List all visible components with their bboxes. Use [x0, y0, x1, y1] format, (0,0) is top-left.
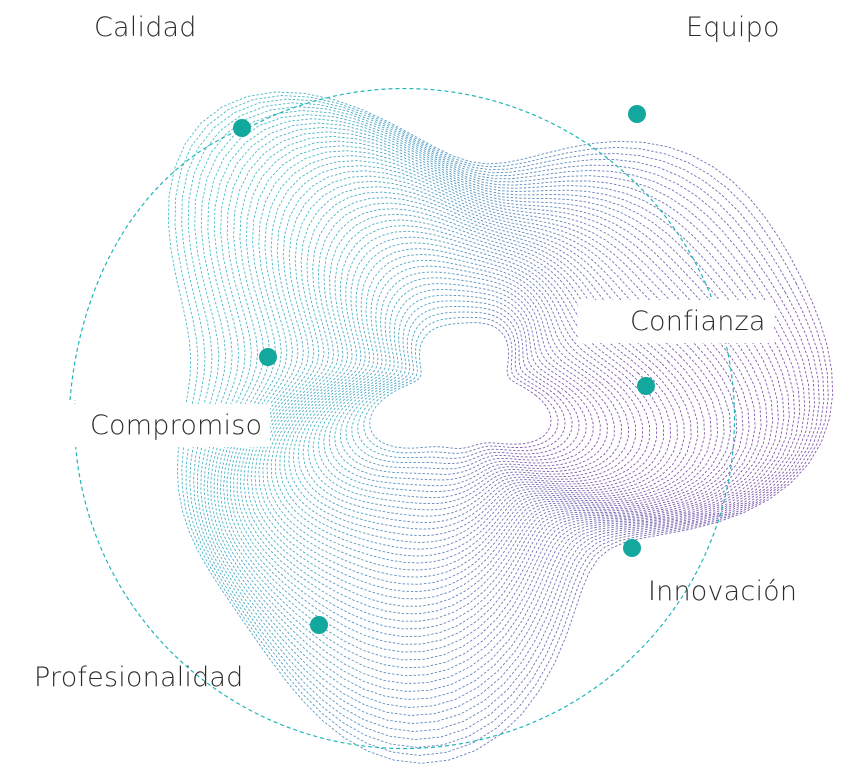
- dot-calidad: [233, 119, 251, 137]
- wave-line: [200, 114, 806, 716]
- wave-line: [302, 254, 637, 517]
- value-dots: [233, 105, 655, 634]
- wave-line: [363, 316, 559, 454]
- wave-line: [328, 283, 601, 487]
- wave-line: [317, 271, 615, 499]
- dot-innovacion: [623, 539, 641, 557]
- wave-line: [283, 230, 665, 543]
- dot-equipo: [628, 105, 646, 123]
- wave-line: [266, 208, 692, 571]
- wave-line: [236, 165, 744, 630]
- dot-profesionalidad: [310, 616, 328, 634]
- wave-line: [206, 122, 796, 700]
- wave-line: [243, 175, 731, 615]
- wave-line: [270, 213, 685, 564]
- label-confianza: Confianza: [578, 300, 774, 343]
- label-compromiso: Compromiso: [72, 404, 271, 447]
- dot-compromiso: [259, 348, 277, 366]
- label-profesionalidad: Profesionalidad: [34, 662, 244, 693]
- wave-line: [213, 131, 785, 685]
- wave-line: [288, 236, 658, 537]
- wave-line: [345, 300, 580, 470]
- wave-line: [369, 322, 552, 449]
- wave-line: [246, 180, 725, 607]
- label-innovacion: Innovación: [648, 576, 798, 607]
- wave-line: [258, 197, 705, 585]
- wave-line: [250, 186, 719, 600]
- wave-line: [181, 98, 825, 748]
- wave-line: [196, 110, 811, 724]
- wave-line: [262, 202, 699, 578]
- wave-line: [233, 160, 750, 637]
- wave-line: [279, 225, 671, 550]
- wave-line: [323, 277, 608, 493]
- wave-line: [307, 259, 629, 511]
- left-dashed-arc: [69, 127, 245, 401]
- wave-lines: [167, 91, 834, 764]
- wave-line: [297, 248, 644, 524]
- wave-line: [334, 288, 594, 481]
- wave-line: [187, 102, 820, 740]
- label-calidad: Calidad: [94, 12, 197, 43]
- wave-line: [351, 306, 573, 464]
- wave-line: [229, 155, 756, 645]
- wave-line: [167, 91, 834, 764]
- wave-line: [226, 150, 762, 653]
- wave-line: [275, 219, 678, 557]
- wave-line: [174, 95, 829, 756]
- wave-line: [203, 118, 801, 708]
- label-equipo: Equipo: [686, 12, 780, 43]
- outer-dashed-arc: [73, 87, 736, 750]
- wave-line: [193, 106, 816, 732]
- wave-line: [210, 126, 790, 692]
- dot-confianza: [637, 377, 655, 395]
- wave-line: [357, 311, 566, 459]
- wave-line: [339, 294, 587, 475]
